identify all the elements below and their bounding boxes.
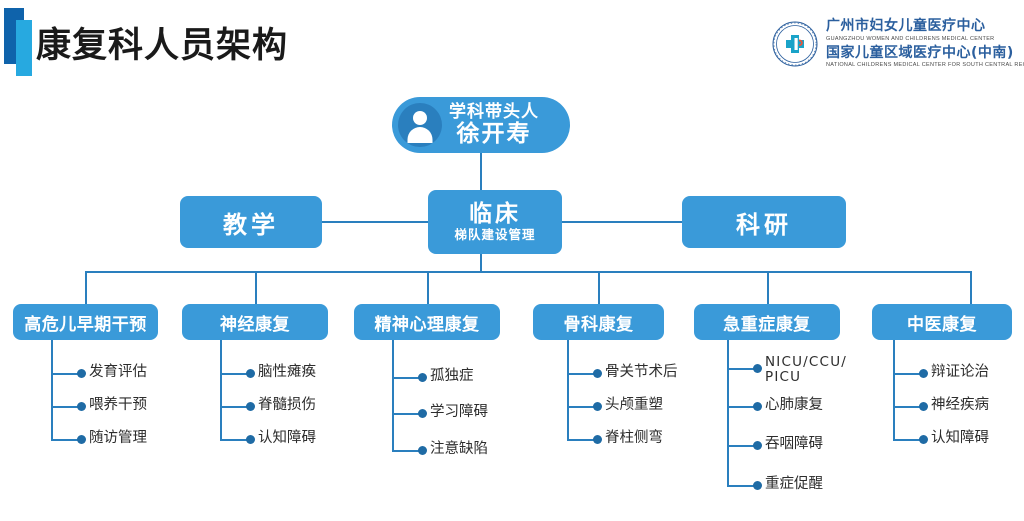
bullet-4-3 — [593, 435, 602, 444]
leaf-5-1[interactable]: NICU/CCU/ PICU — [765, 354, 848, 386]
leaf-5-2[interactable]: 心肺康复 — [765, 397, 823, 413]
bullet-5-2 — [753, 402, 762, 411]
leader-name-label: 徐开寿 — [456, 121, 532, 148]
rail-column-4 — [567, 340, 569, 439]
leaf-2-2[interactable]: 脊髓损伤 — [258, 397, 316, 413]
connector-drop-2 — [255, 271, 257, 304]
leafline-4-1 — [567, 373, 596, 375]
page-title: 康复科人员架构 — [36, 26, 289, 66]
node-discipline-leader[interactable]: 学科带头人 徐开寿 — [392, 97, 570, 153]
leafline-6-3 — [893, 439, 922, 441]
bullet-3-2 — [418, 409, 427, 418]
leaf-3-1[interactable]: 孤独症 — [430, 368, 474, 384]
connector-drop-1 — [85, 271, 87, 304]
rail-column-1 — [51, 340, 53, 439]
connector-clinical-to-bus — [480, 254, 482, 271]
bullet-3-3 — [418, 446, 427, 455]
category-1-header[interactable]: 高危儿早期干预 — [13, 304, 158, 340]
bullet-2-3 — [246, 435, 255, 444]
bullet-1-1 — [77, 369, 86, 378]
rail-column-2 — [220, 340, 222, 439]
leaf-2-1[interactable]: 脑性瘫痪 — [258, 364, 316, 380]
leafline-1-3 — [51, 439, 80, 441]
logo-line2-en: NATIONAL CHILDRENS MEDICAL CENTER FOR SO… — [826, 62, 1024, 69]
bullet-2-2 — [246, 402, 255, 411]
logo-line2-cn: 国家儿童区域医疗中心(中南) — [826, 44, 1014, 61]
bullet-6-2 — [919, 402, 928, 411]
category-4-header[interactable]: 骨科康复 — [533, 304, 664, 340]
leafline-2-3 — [220, 439, 249, 441]
leafline-3-3 — [392, 450, 421, 452]
connector-drop-4 — [598, 271, 600, 304]
leafline-1-1 — [51, 373, 80, 375]
connector-root-to-clinical — [480, 153, 482, 190]
leaf-6-2[interactable]: 神经疾病 — [931, 397, 989, 413]
leafline-6-1 — [893, 373, 922, 375]
leaf-4-2[interactable]: 头颅重塑 — [605, 397, 663, 413]
bullet-5-1 — [753, 364, 762, 373]
category-5-header[interactable]: 急重症康复 — [694, 304, 840, 340]
bullet-6-3 — [919, 435, 928, 444]
leafline-2-2 — [220, 406, 249, 408]
leader-role-label: 学科带头人 — [449, 101, 539, 122]
leafline-3-1 — [392, 377, 421, 379]
rail-column-5 — [727, 340, 729, 486]
connector-drop-3 — [427, 271, 429, 304]
leafline-4-3 — [567, 439, 596, 441]
leaf-6-1[interactable]: 辩证论治 — [931, 364, 989, 380]
title-accent-bar-light — [16, 20, 32, 76]
rail-column-6 — [893, 340, 895, 439]
leaf-1-2[interactable]: 喂养干预 — [89, 397, 147, 413]
connector-clinical-to-research — [562, 221, 682, 223]
bullet-6-1 — [919, 369, 928, 378]
leafline-4-2 — [567, 406, 596, 408]
logo-line1-en: GUANGZHOU WOMEN AND CHILDRENS MEDICAL CE… — [826, 35, 995, 42]
node-research[interactable]: 科研 — [682, 196, 846, 248]
leaf-3-3[interactable]: 注意缺陷 — [430, 441, 488, 457]
connector-category-bus — [85, 271, 972, 273]
leaf-3-2[interactable]: 学习障碍 — [430, 404, 488, 420]
leaf-6-3[interactable]: 认知障碍 — [931, 430, 989, 446]
leaf-5-4[interactable]: 重症促醒 — [765, 476, 823, 492]
connector-drop-6 — [970, 271, 972, 304]
bullet-4-1 — [593, 369, 602, 378]
bullet-2-1 — [246, 369, 255, 378]
leafline-5-1 — [727, 368, 756, 370]
logo-line1-cn: 广州市妇女儿童医疗中心 — [826, 18, 986, 35]
leaf-1-3[interactable]: 随访管理 — [89, 430, 147, 446]
bullet-1-2 — [77, 402, 86, 411]
leafline-5-2 — [727, 406, 756, 408]
bullet-5-3 — [753, 441, 762, 450]
rail-column-3 — [392, 340, 394, 450]
leafline-2-1 — [220, 373, 249, 375]
leaf-5-3[interactable]: 吞咽障碍 — [765, 436, 823, 452]
leaf-4-3[interactable]: 脊柱侧弯 — [605, 430, 663, 446]
leafline-6-2 — [893, 406, 922, 408]
node-teaching[interactable]: 教学 — [180, 196, 322, 248]
bullet-4-2 — [593, 402, 602, 411]
category-2-header[interactable]: 神经康复 — [182, 304, 328, 340]
hospital-seal-icon — [772, 21, 818, 67]
hospital-logo: 广州市妇女儿童医疗中心 GUANGZHOU WOMEN AND CHILDREN… — [772, 18, 1024, 70]
leafline-3-2 — [392, 413, 421, 415]
node-clinical[interactable]: 临床 梯队建设管理 — [428, 190, 562, 254]
bullet-5-4 — [753, 481, 762, 490]
person-avatar-icon — [398, 103, 442, 147]
category-6-header[interactable]: 中医康复 — [872, 304, 1012, 340]
connector-drop-5 — [767, 271, 769, 304]
category-3-header[interactable]: 精神心理康复 — [354, 304, 500, 340]
node-clinical-title: 临床 — [469, 201, 521, 228]
leafline-5-4 — [727, 485, 756, 487]
leafline-1-2 — [51, 406, 80, 408]
leaf-1-1[interactable]: 发育评估 — [89, 364, 147, 380]
leafline-5-3 — [727, 445, 756, 447]
bullet-3-1 — [418, 373, 427, 382]
leaf-2-3[interactable]: 认知障碍 — [258, 430, 316, 446]
bullet-1-3 — [77, 435, 86, 444]
leaf-4-1[interactable]: 骨关节术后 — [605, 364, 678, 380]
connector-clinical-to-teaching — [322, 221, 428, 223]
node-clinical-subtitle: 梯队建设管理 — [454, 227, 536, 243]
